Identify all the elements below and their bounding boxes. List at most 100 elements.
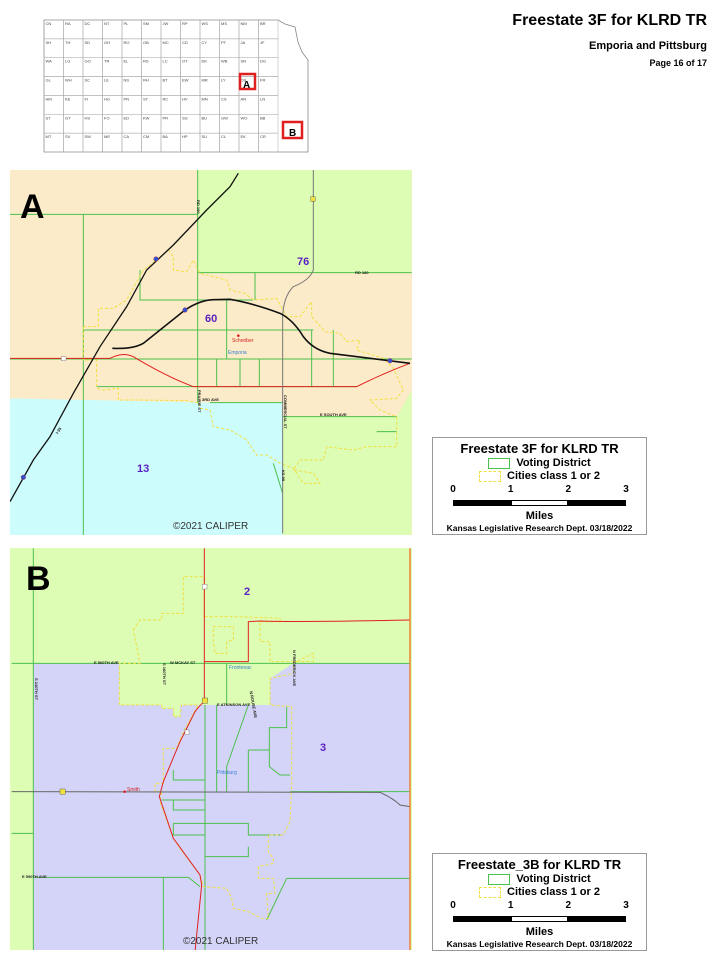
street-label: S 160TH ST <box>162 663 167 686</box>
legend-item: Cities class 1 or 2 <box>507 886 600 898</box>
county-label: BT <box>163 78 169 83</box>
county-label: BU <box>202 115 208 120</box>
county-label: HP <box>182 134 188 139</box>
county-label: DK <box>202 59 208 64</box>
county-label: JF <box>260 40 265 45</box>
county-label: MC <box>163 40 169 45</box>
county-label: CD <box>182 40 188 45</box>
county-label: SV <box>65 134 71 139</box>
street-label: PRAIRIE ST <box>197 390 202 413</box>
street-label: E SOUTH AVE <box>320 412 347 417</box>
county-label: NM <box>241 21 247 26</box>
page-subtitle: Emporia and Pittsburg <box>589 40 707 52</box>
county-label: JA <box>241 40 246 45</box>
county-label: SM <box>143 21 149 26</box>
county-label: SU <box>202 134 208 139</box>
scale-tick: 3 <box>623 484 629 495</box>
county-outline <box>258 132 279 153</box>
county-label: LG <box>65 59 70 64</box>
county-label: PN <box>124 96 130 101</box>
page-title: Freestate 3F for KLRD TR <box>512 12 707 29</box>
county-label: CS <box>221 96 227 101</box>
county-label: PR <box>163 115 169 120</box>
place-label-schreiber: Schreiber <box>232 338 254 344</box>
street-label: W MCKAY ST <box>170 660 196 665</box>
county-label: FI <box>85 96 89 101</box>
county-label: WB <box>221 59 228 64</box>
map-a-label: A <box>20 188 45 226</box>
county-label: LN <box>260 96 265 101</box>
legend-title: Freestate_3B for KLRD TR <box>457 857 622 872</box>
scale-tick: 1 <box>507 484 514 495</box>
credit: Kansas Legislative Research Dept. 03/18/… <box>446 939 633 949</box>
map-b-label: B <box>26 560 51 598</box>
county-label: LC <box>163 59 168 64</box>
district-label-76: 76 <box>297 256 310 268</box>
county-label: OT <box>182 59 188 64</box>
county-label: KW <box>143 115 150 120</box>
county-label: EK <box>241 134 247 139</box>
county-label: MR <box>202 78 208 83</box>
county-label: JW <box>163 21 169 26</box>
street-label: S 240TH ST <box>34 678 39 701</box>
street-label: RD 190 <box>196 200 201 214</box>
city-label-emporia: Emporia <box>228 350 247 356</box>
county-label: EL <box>124 59 130 64</box>
county-label: PL <box>124 21 130 26</box>
scale-tick: 0 <box>450 900 456 911</box>
county-label: SH <box>46 40 52 45</box>
inset-map-b[interactable]: B 2 3 E 560TH AVE W MCKAY ST E ATKINSON … <box>10 548 412 950</box>
street-label: KS 99 <box>281 470 286 482</box>
inset-b-label: B <box>289 128 296 139</box>
county-label: BA <box>163 134 169 139</box>
county-label: CR <box>260 134 266 139</box>
county-label: HM <box>46 96 52 101</box>
district-label-13: 13 <box>137 463 150 475</box>
county-label: RS <box>143 59 149 64</box>
scale-tick: 2 <box>565 484 572 495</box>
county-label: CN <box>46 21 52 26</box>
county-label: WO <box>241 115 248 120</box>
county-label: HG <box>104 96 110 101</box>
county-label: HS <box>85 115 91 120</box>
county-label: DG <box>260 59 266 64</box>
county-label: WH <box>65 78 72 83</box>
city-label-pittsburg: Pittsburg <box>217 770 237 776</box>
scale-units: Miles <box>525 926 554 938</box>
scale-tick: 2 <box>565 900 572 911</box>
county-label: WS <box>202 21 209 26</box>
inset-a-marker <box>238 72 257 91</box>
county-label: OS <box>241 78 247 83</box>
inset-a-label: A <box>243 80 250 91</box>
county-label: SD <box>85 40 91 45</box>
inset-map-a[interactable]: A 76 60 13 RD 180 PRAIRIE ST 3RD AVE COM… <box>10 170 412 535</box>
credit: Kansas Legislative Research Dept. 03/18/… <box>446 523 633 533</box>
street-label: E 590TH AVE <box>22 874 47 879</box>
district-label-2: 2 <box>244 586 251 598</box>
copyright: ©2021 CALIPER <box>183 936 259 947</box>
county-label: LE <box>104 78 109 83</box>
county-label: SG <box>182 115 188 120</box>
street-label: 3RD AVE <box>202 397 219 402</box>
county-label: PT <box>221 40 227 45</box>
scale-tick: 0 <box>450 484 456 495</box>
street-label: N FREDERICK AVE <box>292 650 297 687</box>
county-label: RH <box>143 78 149 83</box>
legend-a: Freestate 3F for KLRD TR Voting District… <box>432 437 647 535</box>
street-label: E 560TH AVE <box>94 660 119 665</box>
county-label: ED <box>124 115 130 120</box>
street-label: RD 180 <box>355 270 369 275</box>
county-label: CY <box>202 40 208 45</box>
legend-title: Freestate 3F for KLRD TR <box>460 441 619 456</box>
county-label: WA <box>46 59 53 64</box>
county-label: SN <box>241 59 247 64</box>
county-label: RO <box>124 40 130 45</box>
county-label: EW <box>182 78 189 83</box>
county-label: MT <box>46 134 52 139</box>
county-label: ME <box>104 134 110 139</box>
county-label: LY <box>221 78 226 83</box>
county-label: GO <box>85 59 91 64</box>
county-label: GW <box>221 115 228 120</box>
county-label: CM <box>143 134 149 139</box>
